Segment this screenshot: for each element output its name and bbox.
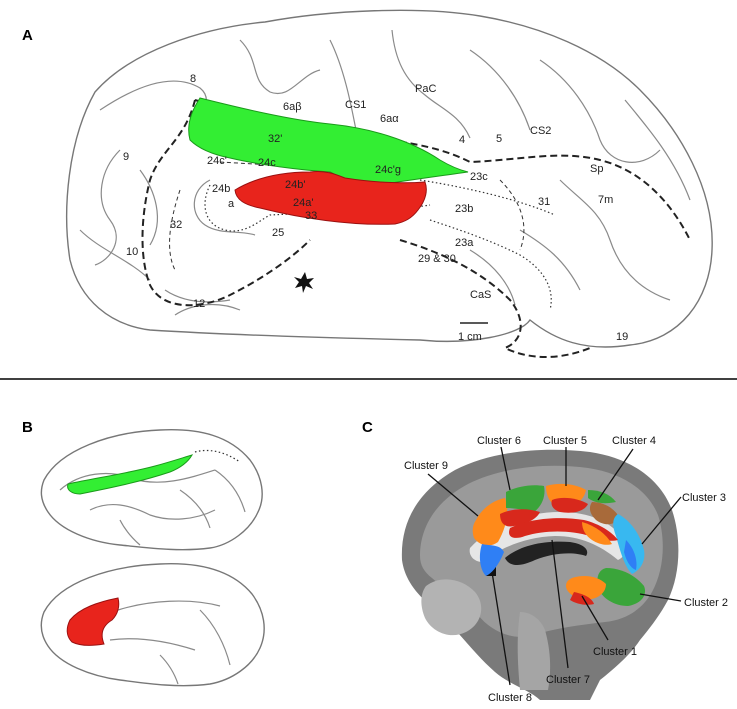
pointer-cluster-1 [581, 595, 609, 641]
panel-a: A [22, 9, 713, 358]
pointer-cluster-7 [551, 539, 569, 669]
cluster-label: Cluster 2 [684, 597, 728, 609]
pointer-cluster-3 [641, 496, 682, 545]
area-label: 19 [616, 331, 628, 343]
area-label: 4 [459, 134, 465, 146]
panel-b: B [22, 419, 265, 687]
pointer-cluster-4 [597, 448, 634, 501]
cluster-overlays [472, 483, 646, 606]
area-label: a [228, 198, 235, 210]
boundary-dashed-outer [141, 99, 311, 307]
area-label: 9 [123, 151, 129, 163]
area-label: PaC [415, 83, 436, 95]
panel-c: C [362, 419, 728, 704]
area-label: 8 [190, 73, 196, 85]
area-label: Sp [590, 163, 603, 175]
panel-c-letter: C [362, 419, 373, 436]
area-label: CS2 [530, 125, 551, 137]
area-label: 6aβ [283, 101, 302, 113]
scale-bar-label: 1 cm [458, 331, 482, 343]
cluster-2-overlay [597, 568, 646, 606]
area-label: 32' [268, 133, 282, 145]
area-label: 24c'g [375, 164, 401, 176]
cluster-label: Cluster 5 [543, 435, 587, 447]
cluster-7-orange-overlay [582, 522, 612, 545]
area-label: CS1 [345, 99, 366, 111]
pointer-cluster-9 [427, 473, 479, 517]
pointer-cluster-8 [491, 571, 511, 686]
brainstem [517, 612, 551, 690]
cluster-label: Cluster 7 [546, 674, 590, 686]
cluster-label: Cluster 4 [612, 435, 656, 447]
red-region-a [234, 171, 427, 225]
area-labels: 8 6aβ CS1 PaC 6aα 32' 9 24c' 24c 4 5 CS2… [123, 73, 628, 343]
area-label: 5 [496, 133, 502, 145]
area-label: 24b [212, 183, 230, 195]
green-region-b [67, 454, 194, 495]
boundary-dashed-lower [399, 239, 591, 358]
cluster-3-blue-overlay [624, 540, 637, 570]
area-label: 29 & 30 [418, 253, 456, 265]
cluster-9-overlay [472, 498, 508, 546]
cluster-label: Cluster 9 [404, 460, 448, 472]
red-region-b [66, 597, 120, 646]
pointer-cluster-2 [639, 593, 682, 602]
area-label: 23b [455, 203, 473, 215]
ventricle [505, 541, 588, 565]
panel-a-letter: A [22, 27, 33, 44]
cluster-4-green-overlay [588, 490, 616, 504]
area-label: CaS [470, 289, 491, 301]
cluster-6-overlay [506, 485, 545, 512]
boundary-dotted-2 [419, 179, 556, 216]
area-label: 10 [126, 246, 138, 258]
cluster-6-red-overlay [500, 509, 540, 527]
area-label: 24c' [207, 155, 227, 167]
area-label: 23a [455, 237, 474, 249]
area-label: 12 [193, 298, 205, 310]
cluster-pointers [427, 446, 682, 686]
cluster-1-red-overlay [570, 592, 594, 605]
cluster-label: Cluster 3 [682, 492, 726, 504]
boundary-dotted-3 [429, 219, 552, 311]
asterisk-marker [294, 272, 314, 293]
cerebellum [421, 579, 482, 636]
area-label: 24a' [293, 197, 313, 209]
brain-schematic-top [40, 429, 263, 551]
boundary-light-4 [499, 179, 525, 251]
area-label: 33 [305, 210, 317, 222]
area-label: 31 [538, 196, 550, 208]
pointer-cluster-6 [500, 446, 511, 491]
gyral-lines [79, 29, 691, 316]
panel-b-letter: B [22, 419, 33, 436]
cluster-8-overlay [479, 544, 504, 576]
boundary-light-3 [169, 189, 181, 271]
area-label: 7m [598, 194, 613, 206]
area-label: 32 [170, 219, 182, 231]
cluster-labels: Cluster 6 Cluster 5 Cluster 4 Cluster 9 … [404, 435, 728, 704]
cluster-label: Cluster 6 [477, 435, 521, 447]
cluster-5-red-overlay [551, 497, 588, 513]
brain-schematic-bottom [40, 563, 265, 687]
area-label: 23c [470, 171, 488, 183]
green-region-a [188, 97, 469, 185]
area-label: 25 [272, 227, 284, 239]
cluster-label: Cluster 8 [488, 692, 532, 704]
area-label: 6aα [380, 113, 399, 125]
cluster-4-overlay [589, 502, 620, 525]
area-label: 24c [258, 157, 276, 169]
cluster-label: Cluster 1 [593, 646, 637, 658]
area-label: 24b' [285, 179, 305, 191]
